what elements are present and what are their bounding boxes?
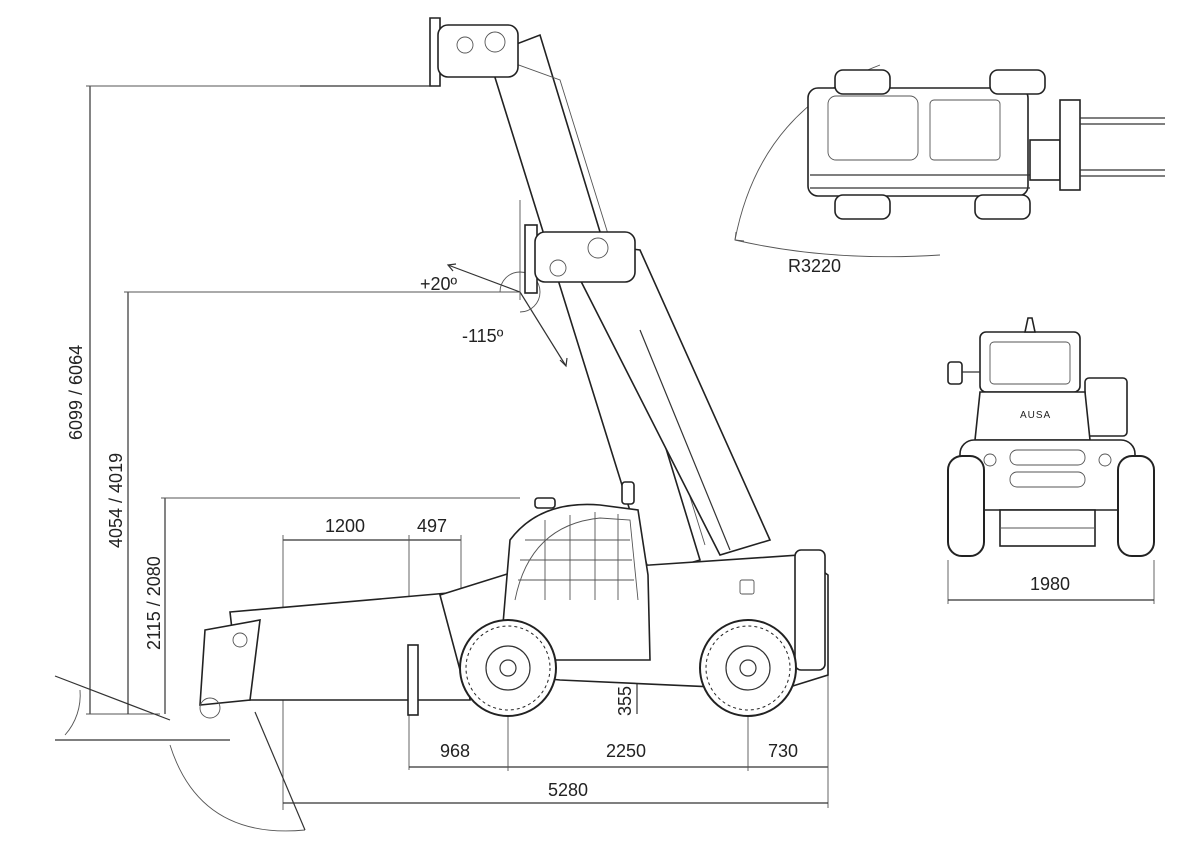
top-view: R3220 xyxy=(734,64,1165,276)
dim-low-height: 2115 / 2080 xyxy=(144,556,164,650)
dim-overall-length: 5280 xyxy=(548,780,588,800)
front-view: AUSA 1980 xyxy=(947,317,1155,604)
dim-front-offset: 497 xyxy=(417,516,447,536)
dim-overall-width: 1980 xyxy=(1030,574,1070,594)
side-view-machine xyxy=(54,17,829,832)
rear-wheel xyxy=(699,619,797,717)
angle-tilt-up: +20º xyxy=(420,274,458,294)
dim-max-height: 6099 / 6064 xyxy=(66,345,86,440)
front-view-cab xyxy=(979,331,1081,393)
front-view-left-tire xyxy=(947,455,985,557)
boom-lowered xyxy=(229,591,471,701)
cab xyxy=(499,503,651,661)
dim-turning-radius: R3220 xyxy=(788,256,841,276)
front-view-right-tire xyxy=(1117,455,1155,557)
dim-fork-offset: 1200 xyxy=(325,516,365,536)
front-wheel xyxy=(459,619,557,717)
dim-mid-height: 4054 / 4019 xyxy=(106,453,126,548)
dim-ground-clearance: 355 xyxy=(615,686,635,716)
dim-rear-overhang: 730 xyxy=(768,741,798,761)
angle-tilt-down: -115º xyxy=(462,326,504,346)
dim-front-overhang: 968 xyxy=(440,741,470,761)
side-view-dimensions: 6099 / 6064 4054 / 4019 2115 / 2080 1200… xyxy=(66,85,829,810)
dim-wheelbase: 2250 xyxy=(606,741,646,761)
front-view-brand: AUSA xyxy=(1020,410,1051,421)
